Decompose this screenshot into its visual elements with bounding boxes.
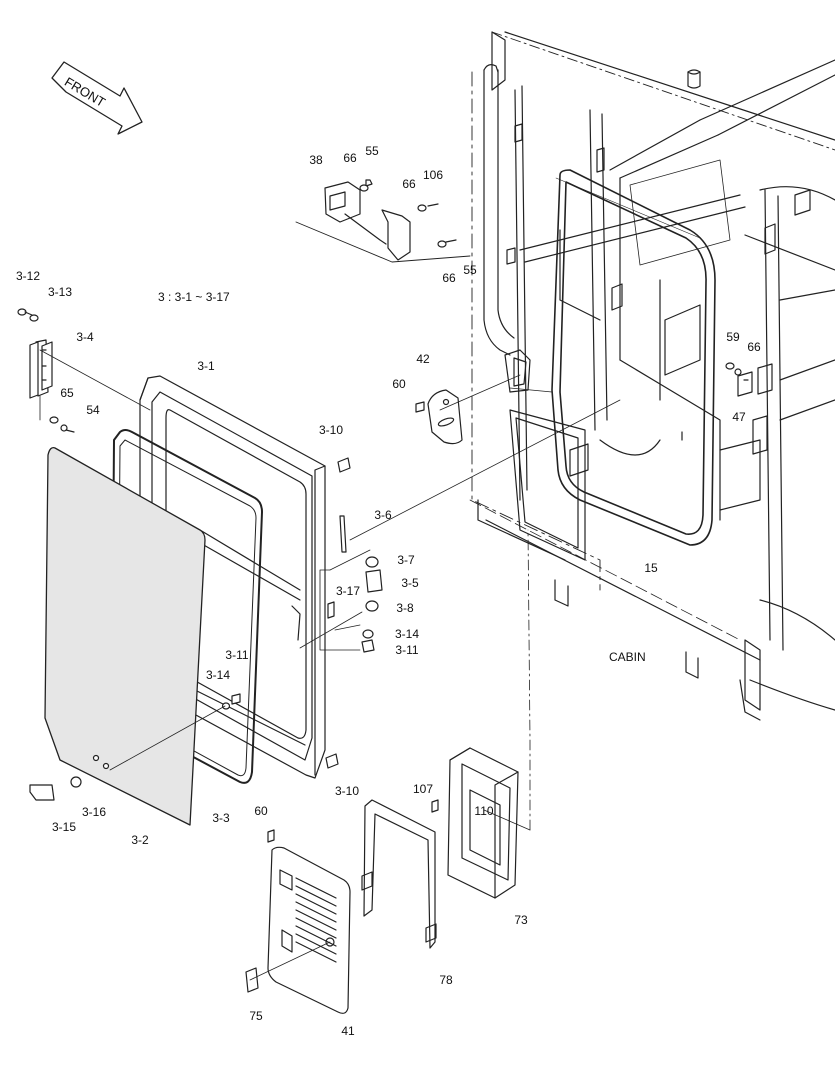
part-label: 3-4 bbox=[76, 330, 94, 344]
part-label: 3-10 bbox=[318, 423, 344, 437]
part-label: 78 bbox=[439, 973, 453, 987]
part-label: 3-8 bbox=[396, 601, 414, 615]
part-label: 55 bbox=[463, 263, 477, 277]
part-label: 3-2 bbox=[131, 833, 149, 847]
part-label: 66 bbox=[442, 271, 456, 285]
part-label: 3-12 bbox=[15, 269, 41, 283]
part-label: 3-1 bbox=[197, 359, 215, 373]
part-label: 65 bbox=[60, 386, 74, 400]
part-label: 3-14 bbox=[205, 668, 231, 682]
strap-78 bbox=[361, 799, 437, 949]
cabin-frame bbox=[469, 31, 835, 721]
hinge-3-4 bbox=[29, 339, 53, 399]
part-label: 38 bbox=[309, 153, 323, 167]
part-label: 66 bbox=[343, 151, 357, 165]
part-label: 3-13 bbox=[47, 285, 73, 299]
part-label: 110 bbox=[474, 804, 494, 818]
part-label: 3-11 bbox=[395, 643, 419, 657]
part-label: 75 bbox=[249, 1009, 263, 1023]
part-label: 3-10 bbox=[334, 784, 360, 798]
part-label: 42 bbox=[416, 352, 430, 366]
window-seal-15 bbox=[551, 169, 716, 546]
part-label: 59 bbox=[726, 330, 740, 344]
cover-41 bbox=[267, 846, 351, 1014]
door-glass-3-2 bbox=[44, 447, 206, 826]
lock-bracket-38 bbox=[295, 181, 471, 263]
front-arrow-icon bbox=[51, 61, 143, 135]
part-label: 3-5 bbox=[401, 576, 419, 590]
part-label: 3-15 bbox=[51, 820, 77, 834]
part-label: 106 bbox=[422, 168, 444, 182]
cabin-label: CABIN bbox=[609, 650, 646, 664]
box-73 bbox=[447, 747, 519, 899]
part-label: 107 bbox=[412, 782, 434, 796]
leader-lines bbox=[39, 349, 621, 981]
striker-42 bbox=[427, 389, 463, 445]
part-label: 3-3 bbox=[212, 811, 230, 825]
part-label: 55 bbox=[365, 144, 379, 158]
part-label: 66 bbox=[402, 177, 416, 191]
part-label: 15 bbox=[644, 561, 658, 575]
part-label: 73 bbox=[514, 913, 528, 927]
part-label: 3-6 bbox=[374, 508, 392, 522]
part-label: 60 bbox=[254, 804, 268, 818]
part-label: 3-11 bbox=[225, 648, 249, 662]
fasteners bbox=[17, 179, 742, 993]
part-label: 41 bbox=[341, 1024, 355, 1038]
part-label: 47 bbox=[732, 410, 746, 424]
part-label: 3-17 bbox=[335, 584, 361, 598]
part-label: 66 bbox=[747, 340, 761, 354]
part-label: 3-7 bbox=[397, 553, 415, 567]
part-label: 60 bbox=[392, 377, 406, 391]
latch-47 bbox=[737, 371, 753, 397]
assembly-note: 3 : 3-1 ~ 3-17 bbox=[158, 290, 230, 304]
part-label: 54 bbox=[86, 403, 100, 417]
part-label: 3-14 bbox=[394, 627, 420, 641]
part-label: 3-16 bbox=[81, 805, 107, 819]
